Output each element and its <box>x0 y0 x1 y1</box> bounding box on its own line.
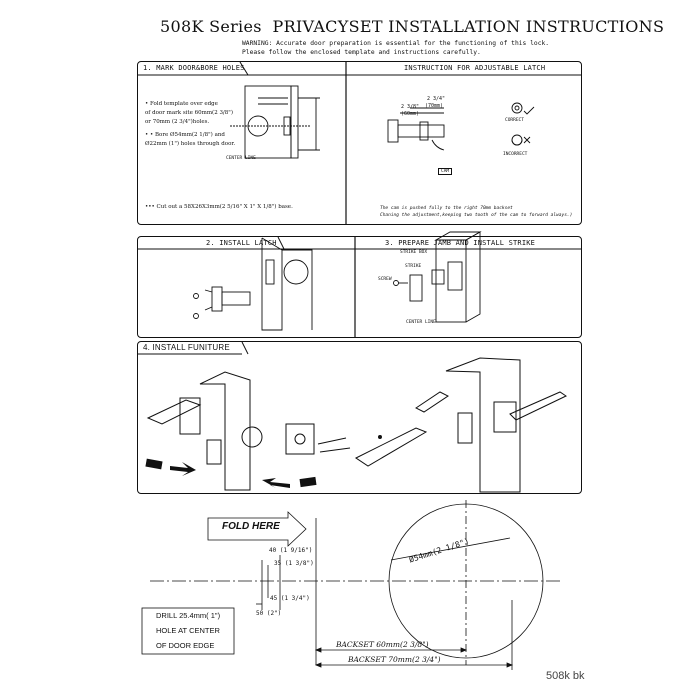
adjustable-note-l2: Chaning the adjustment,keeping two tooth… <box>380 213 573 218</box>
step2-panel <box>137 236 582 338</box>
page-title: 508K Series PRIVACYSET INSTALLATION INST… <box>160 17 665 36</box>
step2-title: 2. INSTALL LATCH <box>206 239 277 247</box>
template-dim-40: 40 (1 9/16") <box>269 547 313 554</box>
step1-center-line-label: CENTER LINE <box>226 156 256 161</box>
template-dim-45: 45 (1 3/4") <box>270 595 310 602</box>
template-dim-35: 35 (1 3/8") <box>274 560 314 567</box>
step1-bullet2-l2: Ø22mm (1") holes through door. <box>145 141 236 147</box>
step1-panel <box>137 61 582 225</box>
dim-70-top: 2 3/4" <box>427 96 446 102</box>
strike-label: STRIKE <box>405 264 422 269</box>
step1-bullet2-l1: • • Bore Ø54mm(2 1/8") and <box>145 132 225 138</box>
template-dim-50: 50 (2") <box>256 610 282 617</box>
warning-line-1: WARNING: Accurate door preparation is es… <box>242 40 550 47</box>
adjustable-title: INSTRUCTION FOR ADJUSTABLE LATCH <box>404 64 546 72</box>
step1-bullet3: ••• Cut out a 58X26X3mm(2 5/16" X 1" X 1… <box>145 204 293 210</box>
step4-panel <box>137 341 582 494</box>
footer-code: 508k bk <box>546 670 585 682</box>
step1-bullet1-l3: or 70mm (2 3/4")holes. <box>145 119 210 125</box>
step4-title: 4. INSTALL FUNITURE <box>143 343 230 352</box>
dim-60-bot: (60mm) <box>401 111 420 117</box>
step3-center-line-label: CENTER LINE <box>406 320 436 325</box>
step1-bullet1-l2: of door mark site 60mm(2 3/8") <box>145 110 233 116</box>
dim-70-bot: (70mm) <box>425 103 444 109</box>
warning-line-2: Please follow the enclosed template and … <box>242 49 481 56</box>
strike-box-label: STRIKE BOX <box>400 250 428 255</box>
incorrect-label: INCORRECT <box>503 152 528 157</box>
drill-l3: OF DOOR EDGE <box>156 641 215 650</box>
step1-bullet1-l1: • Fold template over edge <box>145 101 218 107</box>
backset-60-label: BACKSET 60mm(2 3/8") <box>336 640 429 649</box>
screw-label: SCREW <box>378 277 392 282</box>
drill-l2: HOLE AT CENTER <box>156 626 220 635</box>
cam-label: CAM <box>438 168 453 175</box>
adjustable-note-l1: The cam is pushed fully to the right 70m… <box>380 206 513 211</box>
dim-60-top: 2 3/8" <box>401 104 420 110</box>
correct-label: CORRECT <box>505 118 524 123</box>
backset-70-label: BACKSET 70mm(2 3/4") <box>348 655 441 664</box>
step3-title: 3. PREPARE JAMB AND INSTALL STRIKE <box>385 239 536 247</box>
fold-here-label: FOLD HERE <box>222 521 280 532</box>
drill-l1: DRILL 25.4mm( 1") <box>156 611 221 620</box>
step1-title: 1. MARK DOOR&BORE HOLES <box>143 64 245 72</box>
